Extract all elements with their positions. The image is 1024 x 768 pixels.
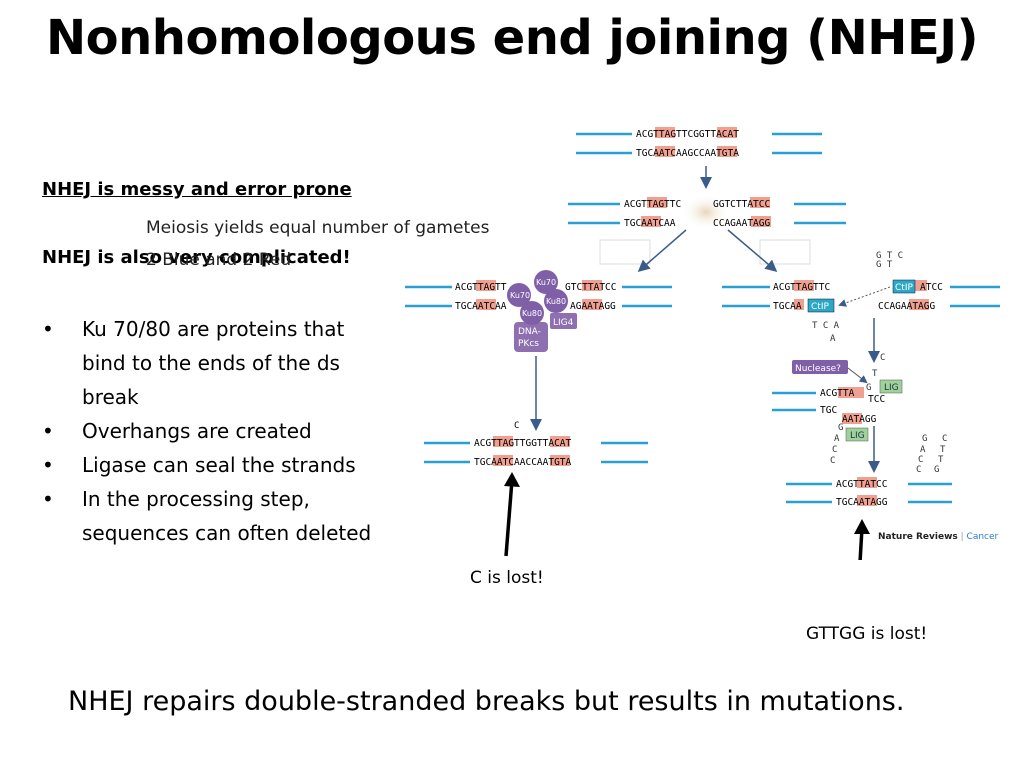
dna-pkcs-protein [514, 322, 548, 352]
ku70-right-protein [534, 270, 558, 294]
svg-text:Nuclease?: Nuclease? [795, 364, 841, 374]
nuclease-protein [792, 360, 848, 374]
arrow-left [637, 229, 687, 272]
dna-mid-right-1: GGTCTTATCC [713, 199, 770, 210]
dna-mid-right-2: CCAGAATAGG [713, 218, 770, 229]
dna-top-strand-2: TGCAATCAAGCCAATGTA [636, 148, 739, 159]
ku80-left-protein [520, 301, 544, 325]
dna-right-top-4: CCAGAATAGG [878, 301, 935, 312]
overlay-line-2: 2 Blue and 2 Red [146, 250, 292, 270]
svg-text:C: C [916, 465, 921, 475]
svg-text:A: A [834, 434, 840, 444]
svg-text:C: C [880, 353, 885, 363]
svg-text:CtIP: CtIP [895, 283, 913, 293]
svg-text:Ku80: Ku80 [546, 297, 566, 306]
dna-top-strand-1: ACGTTAGTTCGGTTACAT [636, 129, 739, 140]
svg-text:A: A [920, 445, 926, 455]
dna-left-result-1: ACGTTAGTTGGTTACAT [474, 438, 572, 449]
label-gttgg-lost: GTTGG is lost! [806, 624, 928, 644]
bullet-overhangs: Overhangs are created [42, 414, 412, 448]
arrow-c-lost [504, 479, 514, 557]
lig4-protein [550, 313, 577, 329]
dna-left-1a: ACGTTAGTT [455, 282, 507, 293]
svg-text:C: C [830, 456, 835, 466]
heading-complicated: NHEJ is also very complicated! [42, 247, 351, 268]
dna-left-1b: GTCTTATCC [565, 282, 616, 293]
svg-text:Ku80: Ku80 [522, 309, 542, 318]
lig-protein-bottom [845, 427, 869, 442]
svg-text:LIG: LIG [850, 431, 865, 441]
bullet-processing: In the processing step, sequences can of… [42, 482, 412, 550]
ku70-left-protein [507, 283, 531, 307]
svg-text:G: G [934, 465, 939, 475]
svg-text:G: G [922, 434, 927, 444]
svg-text:T: T [940, 445, 946, 455]
dna-right-tca: T C A [812, 321, 840, 331]
dna-r2-2: TCC [868, 394, 885, 405]
dna-left-2b: AGAATAGG [570, 301, 616, 312]
svg-text:T: T [938, 455, 944, 465]
svg-text:G: G [866, 383, 871, 393]
dna-r2-3: TGC [820, 405, 837, 416]
dna-r2-4: AATAGG [842, 414, 877, 425]
arrow-right [727, 229, 778, 272]
lig-protein-top [879, 379, 903, 394]
svg-text:Ku70: Ku70 [510, 291, 530, 300]
overlay-line-1: Meiosis yields equal number of gametes [146, 218, 490, 238]
svg-text:C: C [832, 445, 837, 455]
svg-text:G: G [838, 423, 843, 433]
ctip-protein-bottom [807, 298, 835, 313]
bullet-ligase: Ligase can seal the strands [42, 448, 412, 482]
svg-text:C: C [942, 434, 947, 444]
dna-right-top-1: ACGTTAGTTC [773, 282, 830, 293]
ctip-protein-top [892, 279, 916, 294]
svg-text:DNA-: DNA- [518, 327, 541, 337]
nature-reviews-credit: Nature Reviews | Cancer [878, 532, 999, 542]
svg-text:LIG: LIG [884, 383, 899, 393]
dna-right-a: A [830, 334, 836, 344]
dna-left-result-2: TGCAATCAACCAATGTA [474, 457, 572, 468]
svg-text:PKcs: PKcs [518, 339, 539, 349]
dna-right-top-3: ATCC [920, 282, 943, 293]
dna-right-gt: G T [876, 260, 893, 270]
svg-text:Ku70: Ku70 [536, 278, 556, 287]
dna-right-result-2: TGCAATAGG [836, 497, 888, 508]
footer-summary: NHEJ repairs double-stranded breaks but … [68, 686, 905, 717]
dna-right-gtc: G T C [876, 251, 903, 261]
dna-left-c: C [514, 421, 519, 431]
arrow-gttgg-lost [858, 527, 864, 560]
svg-text:T: T [872, 369, 878, 379]
svg-text:LIG4: LIG4 [553, 318, 574, 328]
nhej-diagram: ACGTTAGTTCGGTTACAT TGCAATCAAGCCAATGTA AC… [405, 127, 1000, 560]
heading-messy: NHEJ is messy and error prone [42, 179, 352, 200]
svg-text:C: C [918, 455, 923, 465]
dna-right-result-1: ACGTTATCC [836, 479, 887, 490]
dna-r2-1: ACGTTA [820, 388, 855, 399]
label-c-lost: C is lost! [470, 568, 544, 588]
dna-mid-left-1: ACGTTAGTTC [624, 199, 681, 210]
dna-left-2a: TGCAATCAA [455, 301, 507, 312]
page-title: Nonhomologous end joining (NHEJ) [45, 10, 979, 66]
svg-text:CtIP: CtIP [811, 302, 829, 312]
dna-mid-left-2: TGCAATCAA [624, 218, 676, 229]
dna-right-top-2: TGCAA [773, 301, 802, 312]
bullet-ku: Ku 70/80 are proteins that bind to the e… [42, 312, 412, 414]
bullet-list: Ku 70/80 are proteins that bind to the e… [42, 312, 412, 550]
ku80-right-protein [544, 289, 568, 313]
